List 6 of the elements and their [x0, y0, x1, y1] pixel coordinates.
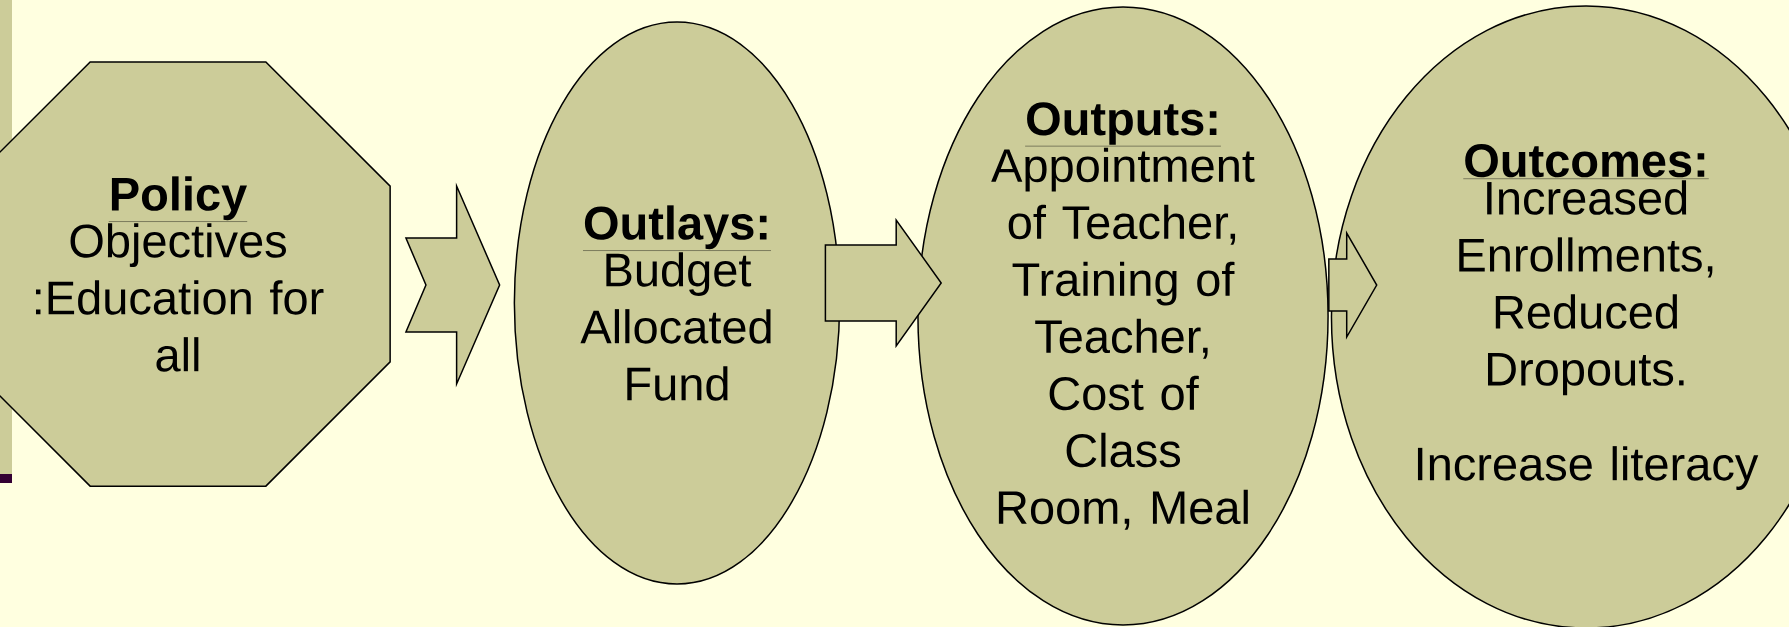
block-arrow	[404, 182, 501, 388]
block-arrow	[1328, 230, 1378, 340]
ellipse-node: Outlays: Budget Allocated Fund	[513, 21, 841, 585]
ellipse-node: Outcomes: Increased Enrollments, Reduced Dropouts. Increase literacy	[1330, 5, 1789, 627]
block-arrow	[824, 217, 943, 349]
ellipse-node: Outputs: Appointment of Teacher, Training of Teacher, Cost of Class Room, Meal	[917, 6, 1329, 626]
